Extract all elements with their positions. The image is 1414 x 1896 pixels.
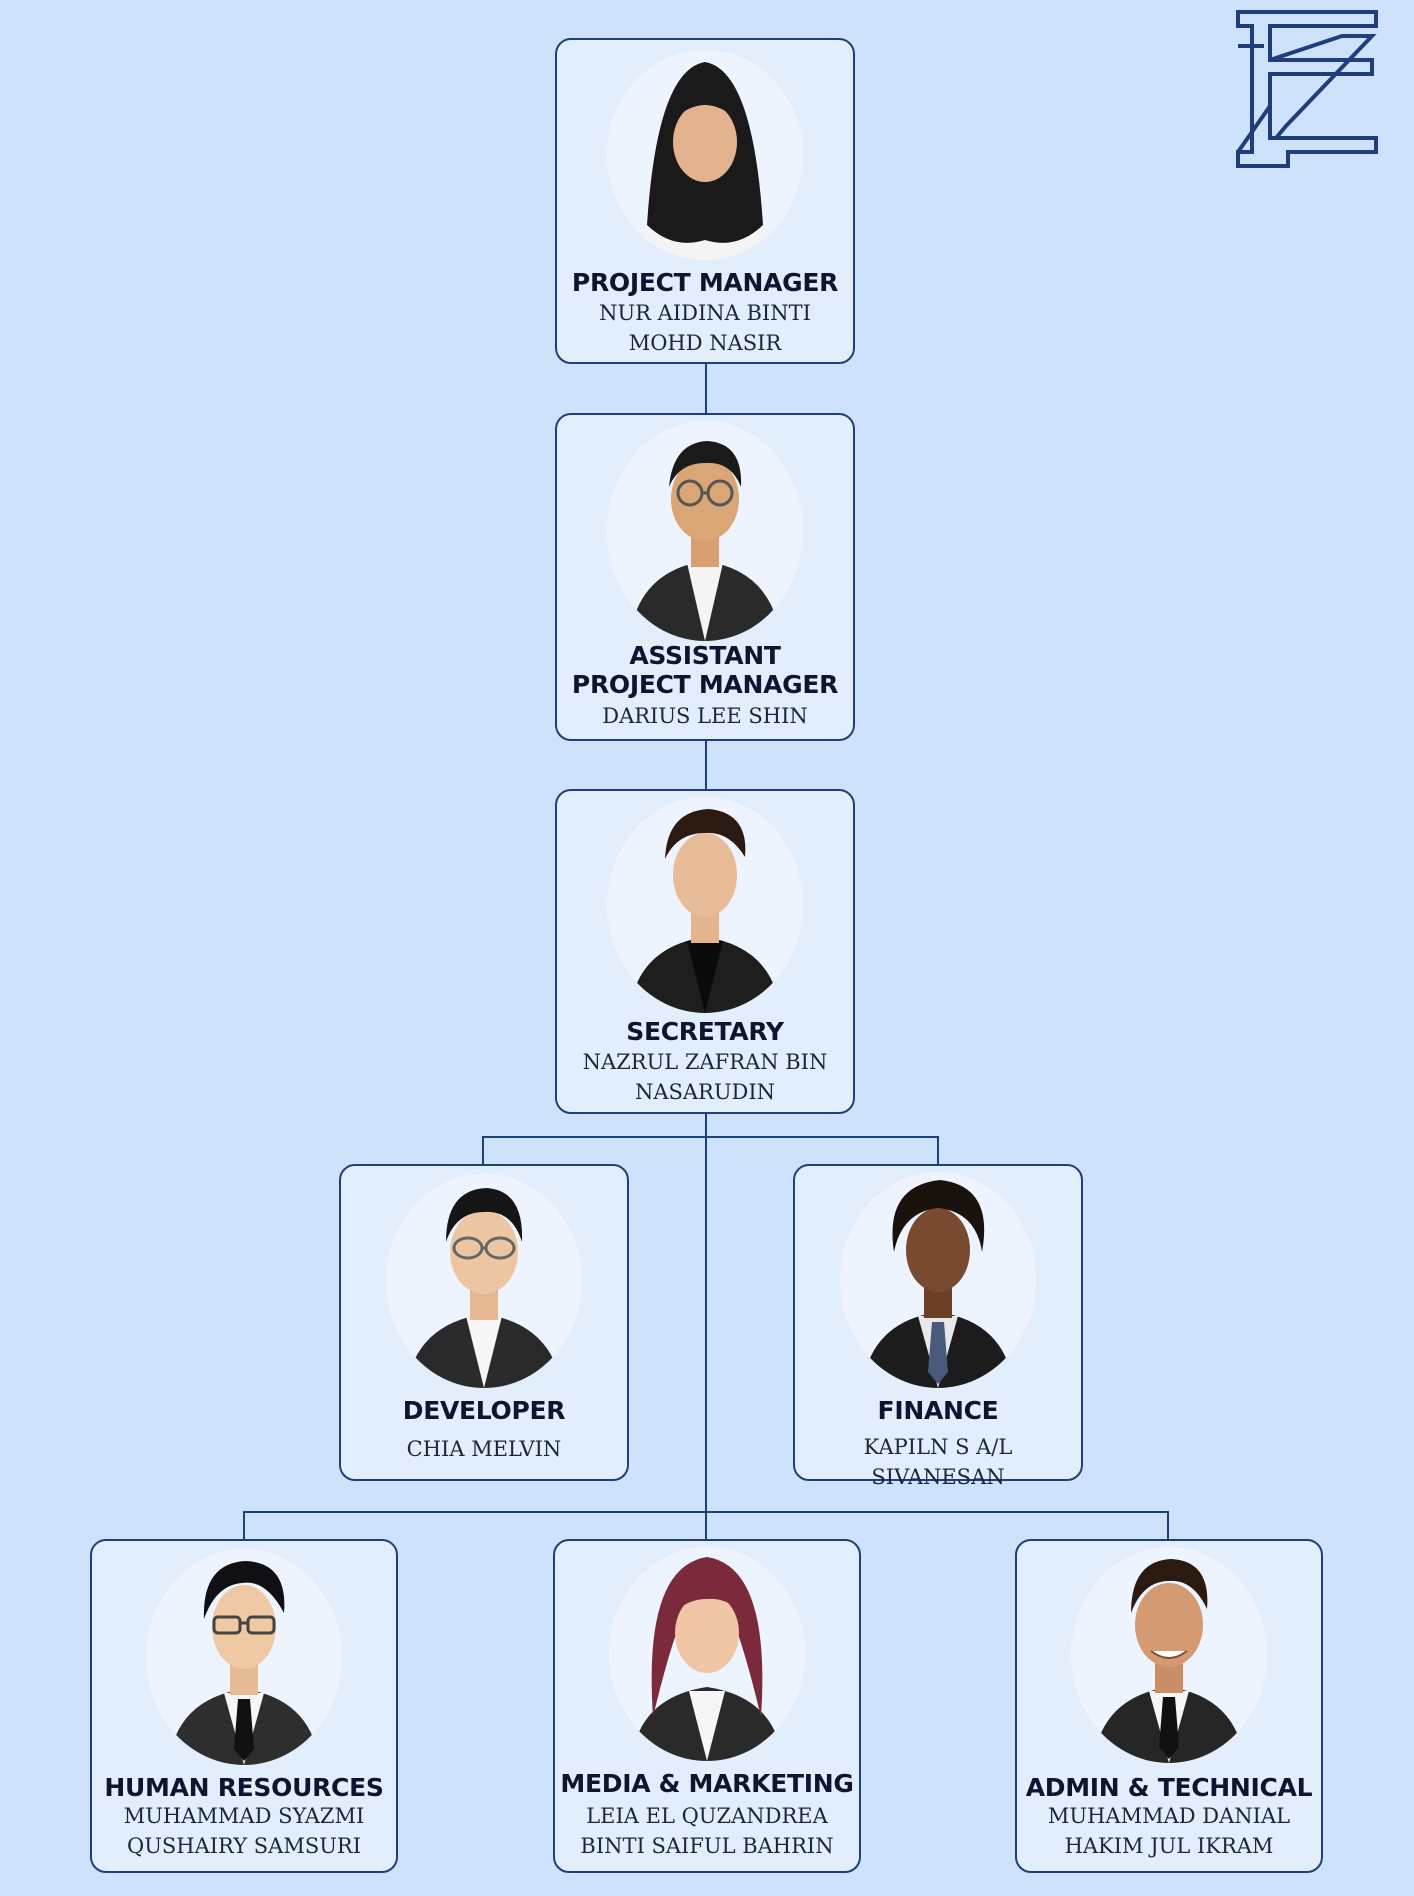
- member-name: MUHAMMAD DANIAL HAKIM JUL IKRAM: [1047, 1804, 1291, 1858]
- role-title: FINANCE: [877, 1396, 999, 1425]
- role-title: ASSISTANT PROJECT MANAGER: [571, 641, 839, 699]
- card-admin-technical: ADMIN & TECHNICAL MUHAMMAD DANIAL HAKIM …: [1015, 1539, 1323, 1873]
- member-name: DARIUS LEE SHIN: [602, 704, 808, 728]
- member-name: LEIA EL QUZANDREA BINTI SAIFUL BAHRIN: [580, 1804, 834, 1858]
- card-secretary: SECRETARY NAZRUL ZAFRAN BIN NASARUDIN: [555, 789, 855, 1114]
- card-assistant-project-manager: ASSISTANT PROJECT MANAGER DARIUS LEE SHI…: [555, 413, 855, 741]
- card-finance: FINANCE KAPILN S A/L SIVANESAN: [793, 1164, 1083, 1489]
- portrait-suit-tie-image: [1071, 1547, 1267, 1763]
- portrait-hijab-image: [607, 50, 803, 260]
- role-title: DEVELOPER: [402, 1396, 566, 1425]
- portrait-glasses-suit-tie-image: [146, 1549, 342, 1765]
- member-name: NAZRUL ZAFRAN BIN NASARUDIN: [582, 1050, 828, 1104]
- member-name: CHIA MELVIN: [406, 1437, 562, 1461]
- portrait-long-hair-image: [609, 1547, 805, 1761]
- portrait-suit-image: [607, 797, 803, 1013]
- role-title: MEDIA & MARKETING: [560, 1769, 854, 1798]
- portrait-glasses-suit-image: [607, 421, 803, 641]
- role-title: ADMIN & TECHNICAL: [1025, 1773, 1313, 1802]
- card-media-marketing: MEDIA & MARKETING LEIA EL QUZANDREA BINT…: [553, 1539, 861, 1873]
- member-name: KAPILN S A/L SIVANESAN: [863, 1435, 1013, 1489]
- member-name: MUHAMMAD SYAZMI QUSHAIRY SAMSURI: [123, 1804, 365, 1858]
- role-title: PROJECT MANAGER: [571, 268, 839, 297]
- role-title: SECRETARY: [626, 1017, 784, 1046]
- card-project-manager: PROJECT MANAGER NUR AIDINA BINTI MOHD NA…: [555, 38, 855, 364]
- ez-logo-icon: [1236, 10, 1378, 168]
- role-title: HUMAN RESOURCES: [104, 1773, 384, 1802]
- portrait-suit-tie-image: [840, 1172, 1036, 1388]
- portrait-glasses-suit-image: [386, 1174, 582, 1388]
- card-developer: DEVELOPER CHIA MELVIN: [339, 1164, 629, 1481]
- card-human-resources: HUMAN RESOURCES MUHAMMAD SYAZMI QUSHAIRY…: [90, 1539, 398, 1873]
- member-name: NUR AIDINA BINTI MOHD NASIR: [599, 301, 811, 355]
